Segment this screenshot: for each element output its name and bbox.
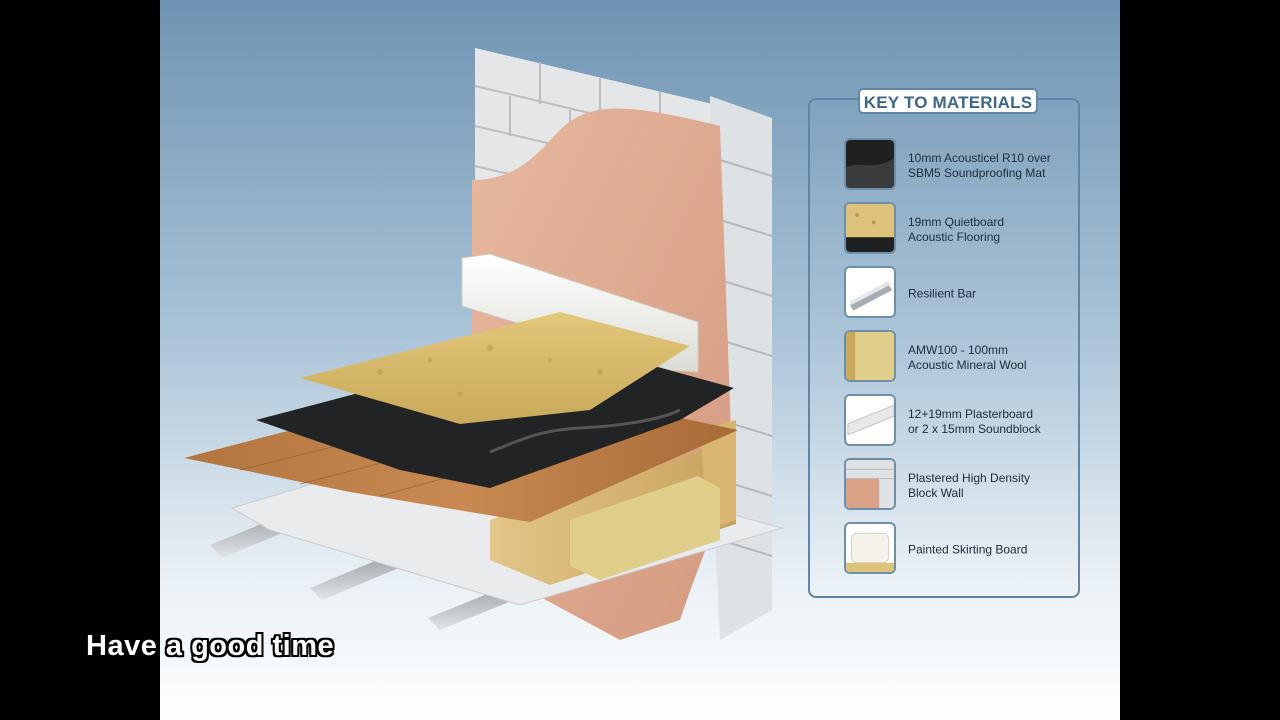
skirting-board-icon (844, 522, 896, 574)
key-title: KEY TO MATERIALS (858, 88, 1038, 114)
acoustic-flooring (300, 312, 690, 424)
floor-construction-illustration (184, 48, 784, 640)
key-item-label: Acoustic Mineral Wool (908, 358, 1027, 372)
key-item: Resilient Bar (844, 266, 1074, 322)
key-item-label: 10mm Acousticel R10 over (908, 151, 1051, 165)
key-item-label: SBM5 Soundproofing Mat (908, 166, 1046, 180)
key-item-label: AMW100 - 100mm (908, 343, 1009, 357)
diagram-scene: KEY TO MATERIALS 10mm Acousticel R10 ove… (160, 0, 1120, 720)
plasterboard-icon (844, 394, 896, 446)
soundproofing-mat-icon (844, 138, 896, 190)
resilient-bar-icon (844, 266, 896, 318)
key-item-label: Block Wall (908, 486, 964, 500)
block-wall-icon (844, 458, 896, 510)
acoustic-flooring-icon (844, 202, 896, 254)
key-item-label: Resilient Bar (908, 286, 977, 301)
key-item-label: Acoustic Flooring (908, 230, 1001, 244)
key-item: 19mm Quietboard Acoustic Flooring (844, 202, 1074, 258)
key-item-label: 12+19mm Plasterboard (908, 407, 1034, 421)
key-item: Plastered High Density Block Wall (844, 458, 1074, 514)
key-item: Painted Skirting Board (844, 522, 1074, 578)
key-item: 10mm Acousticel R10 over SBM5 Soundproof… (844, 138, 1074, 194)
mineral-wool-icon (844, 330, 896, 382)
key-item-label: 19mm Quietboard (908, 215, 1005, 229)
key-item-label: Painted Skirting Board (908, 542, 1028, 557)
key-to-materials: KEY TO MATERIALS 10mm Acousticel R10 ove… (808, 88, 1080, 598)
caption-text: Have a good time (86, 630, 335, 662)
key-item-label: or 2 x 15mm Soundblock (908, 422, 1041, 436)
mineral-wool (570, 476, 720, 580)
key-item: 12+19mm Plasterboard or 2 x 15mm Soundbl… (844, 394, 1074, 450)
key-item-label: Plastered High Density (908, 471, 1031, 485)
key-item: AMW100 - 100mm Acoustic Mineral Wool (844, 330, 1074, 386)
